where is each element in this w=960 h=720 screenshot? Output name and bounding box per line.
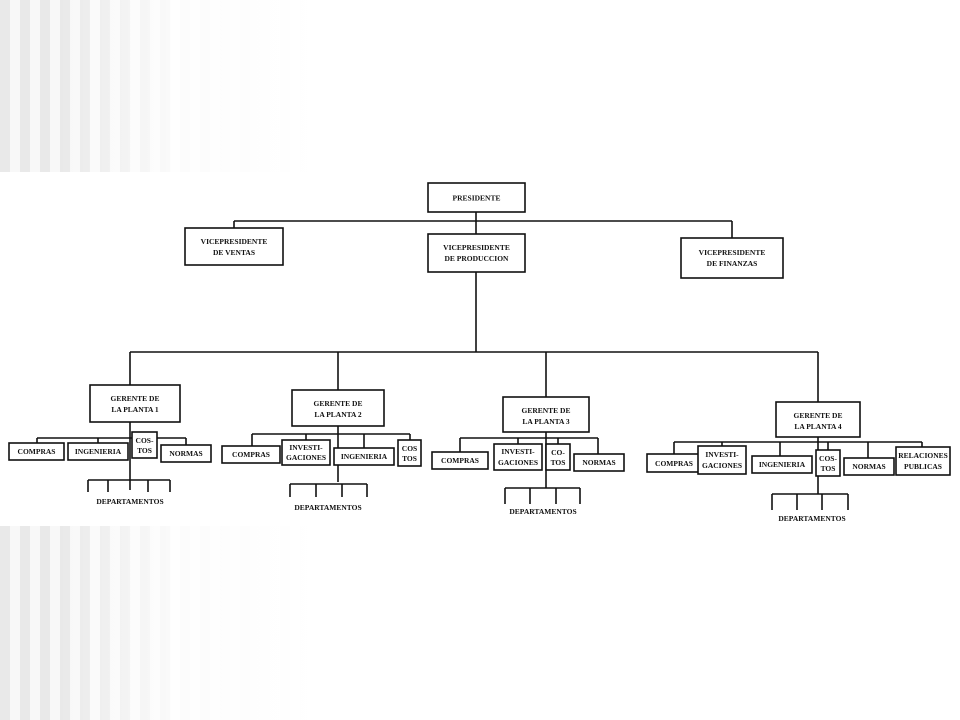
plant-4-relaciones-line1: RELACIONES <box>898 451 948 460</box>
node-vp-finance: VICEPRESIDENTE DE FINANZAS <box>680 237 784 279</box>
plant-2-compras-label: COMPRAS <box>232 450 270 459</box>
node-plant-2-investigaciones: INVESTI- GACIONES <box>281 439 331 466</box>
plant-3-investigaciones-line2: GACIONES <box>498 458 538 467</box>
node-plant-4-ingenieria: INGENIERIA <box>751 455 813 474</box>
node-plant-1-costos: COS- TOS <box>131 431 158 459</box>
node-plant-3-normas: NORMAS <box>573 453 625 472</box>
president-label: PRESIDENTE <box>453 194 501 203</box>
plant-1-costos-line1: COS- <box>136 436 154 445</box>
plant-3-investigaciones-line1: INVESTI- <box>501 447 535 456</box>
plant-2-investigaciones-line1: INVESTI- <box>289 443 323 452</box>
plant-4-departamentos-label: DEPARTAMENTOS <box>778 514 845 523</box>
plant-3-compras-label: COMPRAS <box>441 456 479 465</box>
plant-4-normas-label: NORMAS <box>852 462 885 471</box>
node-plant-2-compras: COMPRAS <box>221 445 281 464</box>
node-plant-1-ingenieria: INGENIERIA <box>67 442 129 461</box>
vp-production-label-line2: DE PRODUCCION <box>445 254 510 263</box>
node-plant-2-ingenieria: INGENIERIA <box>333 447 395 466</box>
vp-production-label-line1: VICEPRESIDENTE <box>443 243 510 252</box>
node-vp-production: VICEPRESIDENTE DE PRODUCCION <box>427 233 526 273</box>
vp-finance-label-line1: VICEPRESIDENTE <box>699 248 766 257</box>
plant-4-ingenieria-label: INGENIERIA <box>759 460 806 469</box>
plant-3-departamentos-label: DEPARTAMENTOS <box>509 507 576 516</box>
plant-3-costos-line2: TOS <box>551 458 566 467</box>
node-plant-2-costos: COS TOS <box>397 439 422 467</box>
node-president: PRESIDENTE <box>427 182 526 213</box>
plant-2-manager-line2: LA PLANTA 2 <box>314 410 362 419</box>
node-plant-1-normas: NORMAS <box>160 444 212 463</box>
plant-4-manager-line1: GERENTE DE <box>794 411 843 420</box>
plant-1-manager-line1: GERENTE DE <box>111 394 160 403</box>
node-plant-4-investigaciones: INVESTI- GACIONES <box>697 445 747 475</box>
plant-3-manager-line1: GERENTE DE <box>522 406 571 415</box>
node-plant-4-compras: COMPRAS <box>646 453 702 473</box>
plant-2-costos-line2: TOS <box>402 454 417 463</box>
plant-4-costos-line1: COS- <box>819 454 837 463</box>
plant-4-manager-line2: LA PLANTA 4 <box>794 422 842 431</box>
node-plant-3-compras: COMPRAS <box>431 451 489 470</box>
plant-3-costos-line1: CO- <box>551 448 565 457</box>
node-plant-4-normas: NORMAS <box>843 457 895 476</box>
plant-1-departamentos-label: DEPARTAMENTOS <box>96 497 163 506</box>
node-plant-3-investigaciones: INVESTI- GACIONES <box>493 443 543 471</box>
plant-3-manager-line2: LA PLANTA 3 <box>522 417 570 426</box>
node-plant-3-costos: CO- TOS <box>545 443 571 471</box>
plant-2-manager-line1: GERENTE DE <box>314 399 363 408</box>
vp-sales-label-line1: VICEPRESIDENTE <box>201 237 268 246</box>
node-plant-1-compras: COMPRAS <box>8 442 65 461</box>
vp-sales-label-line2: DE VENTAS <box>213 248 255 257</box>
plant-2-departamentos-label: DEPARTAMENTOS <box>294 503 361 512</box>
plant-1-compras-label: COMPRAS <box>18 447 56 456</box>
node-plant-2-manager: GERENTE DE LA PLANTA 2 <box>291 389 385 427</box>
plant-1-costos-line2: TOS <box>137 446 152 455</box>
plant-2-investigaciones-line2: GACIONES <box>286 453 326 462</box>
plant-4-compras-label: COMPRAS <box>655 459 693 468</box>
vp-finance-label-line2: DE FINANZAS <box>707 259 758 268</box>
plant-2-costos-line1: COS <box>402 444 417 453</box>
connector-lines <box>36 212 923 510</box>
plant-4-relaciones-line2: PUBLICAS <box>904 462 942 471</box>
plant-3-normas-label: NORMAS <box>582 458 615 467</box>
plant-1-normas-label: NORMAS <box>169 449 202 458</box>
plant-4-costos-line2: TOS <box>821 464 836 473</box>
node-plant-4-costos: COS- TOS <box>815 449 841 477</box>
plant-2-ingenieria-label: INGENIERIA <box>341 452 388 461</box>
node-plant-4-manager: GERENTE DE LA PLANTA 4 <box>775 401 861 438</box>
plant-1-ingenieria-label: INGENIERIA <box>75 447 122 456</box>
node-plant-1-manager: GERENTE DE LA PLANTA 1 <box>89 384 181 423</box>
node-plant-3-manager: GERENTE DE LA PLANTA 3 <box>502 396 590 433</box>
plant-1-manager-line2: LA PLANTA 1 <box>111 405 159 414</box>
plant-4-investigaciones-line2: GACIONES <box>702 461 742 470</box>
node-vp-sales: VICEPRESIDENTE DE VENTAS <box>184 227 284 266</box>
plant-4-investigaciones-line1: INVESTI- <box>705 450 739 459</box>
node-plant-4-relaciones: RELACIONES PUBLICAS <box>895 446 951 476</box>
